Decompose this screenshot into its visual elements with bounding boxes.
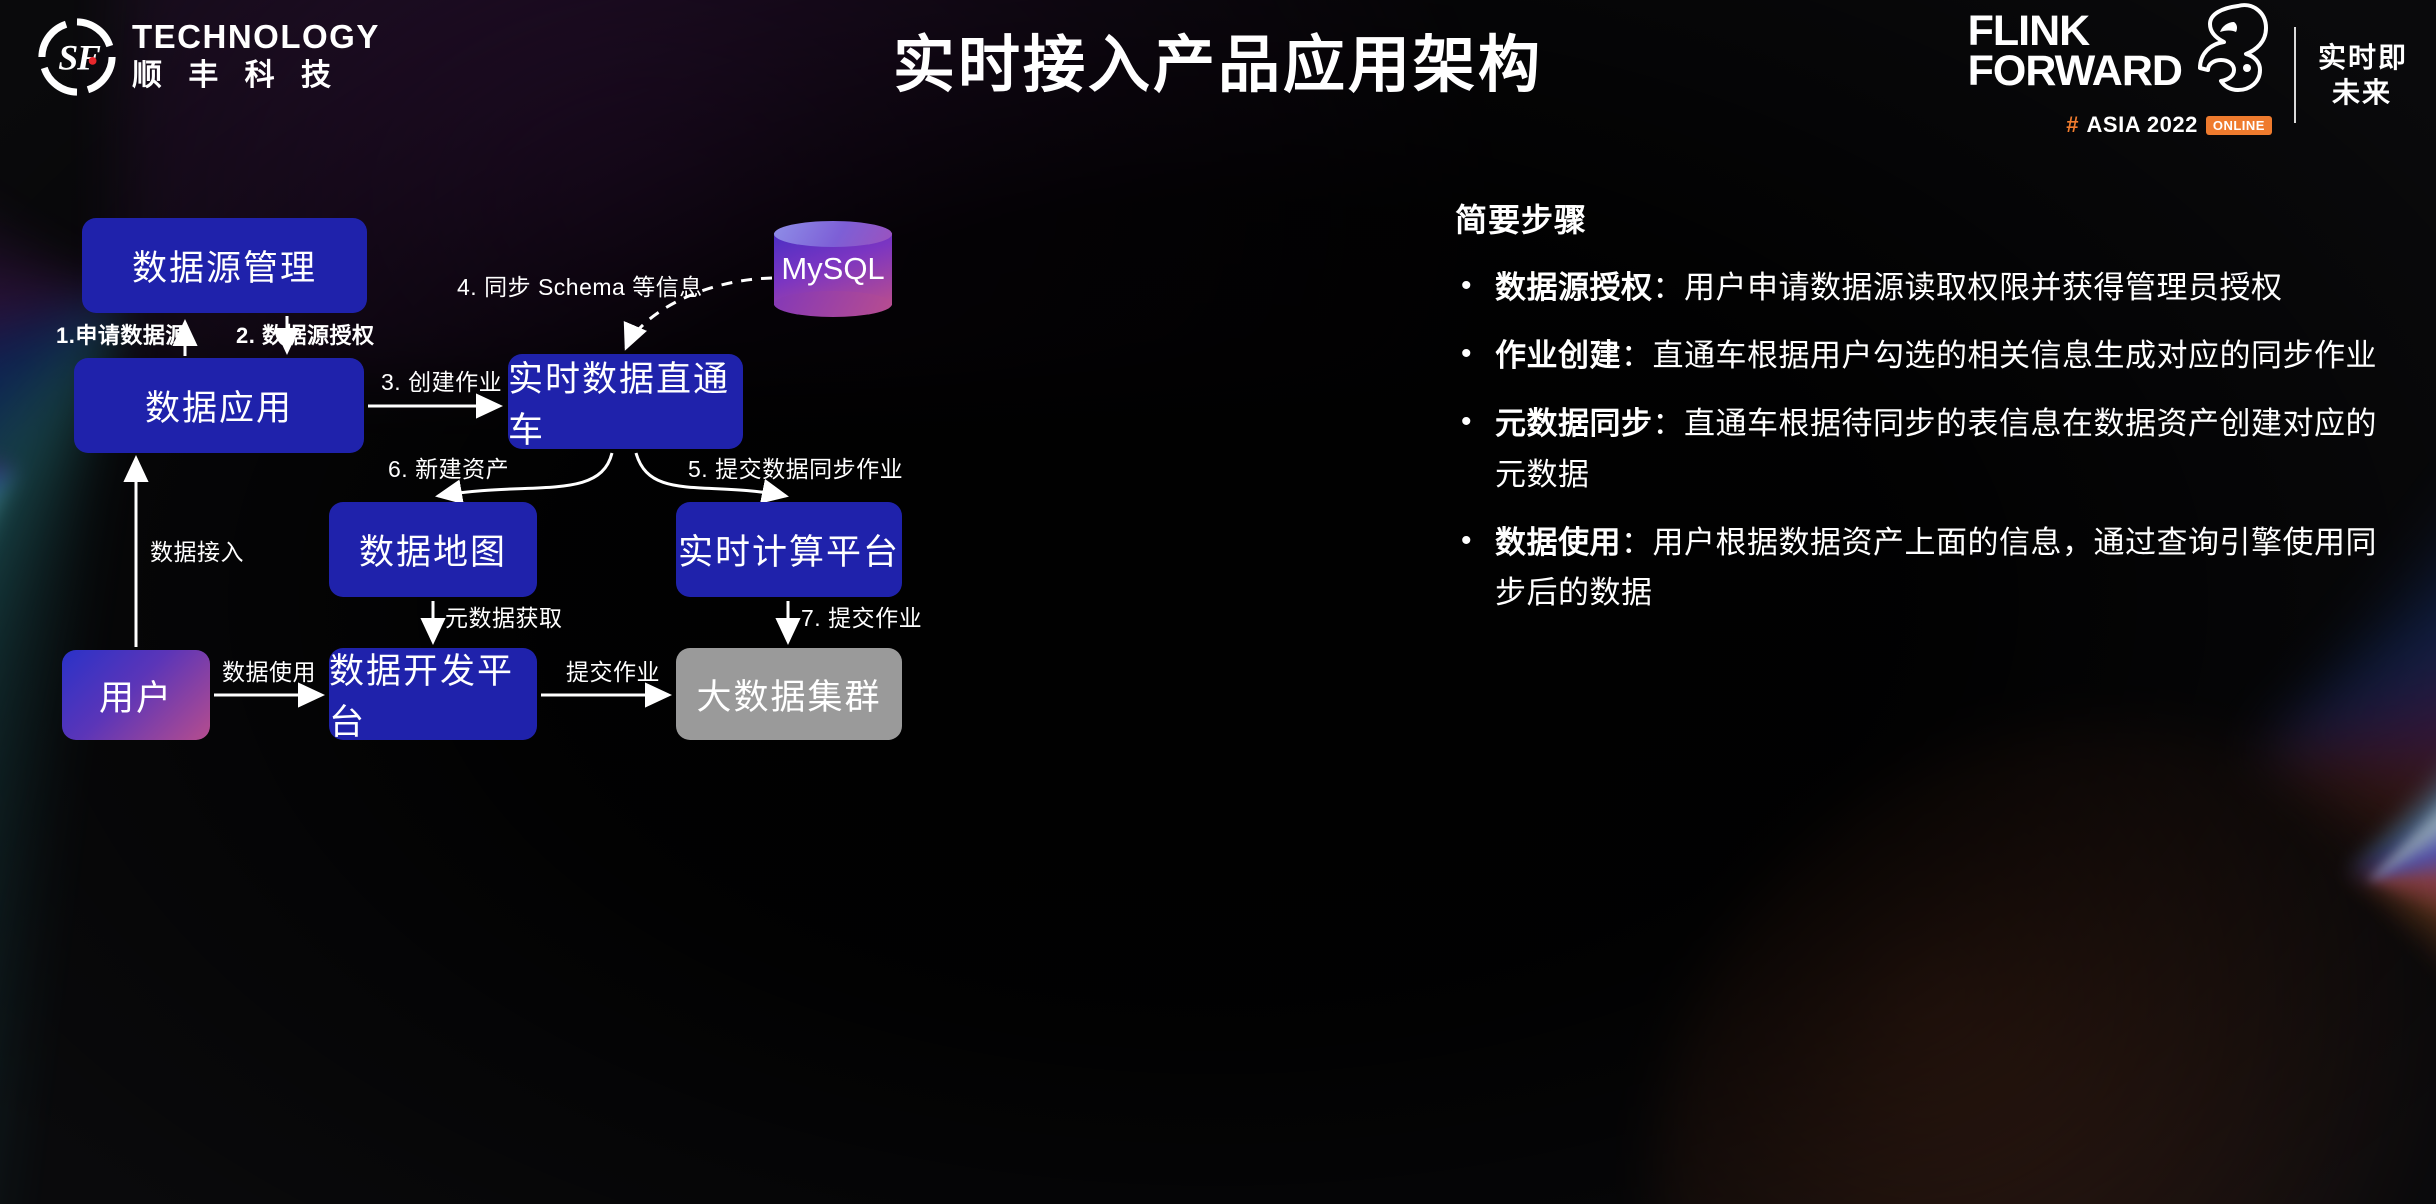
step-separator: ： <box>1621 524 1653 560</box>
step-term: 数据源授权 <box>1495 270 1653 305</box>
event-slogan-line1: 实时即 <box>2317 41 2408 73</box>
step-description: 用户根据数据资产上面的信息，通过查询引擎使用同步后的数据 <box>1495 524 2377 611</box>
node-datasource-management[interactable]: 数据源管理 <box>82 218 367 313</box>
step-separator: ： <box>1652 270 1684 305</box>
brand-english: TECHNOLOGY <box>132 17 380 55</box>
architecture-diagram: 数据源管理 数据应用 实时数据直通车 数据地图 实时计算平台 用户 数据开发平台… <box>0 150 1450 1204</box>
bullet-icon: • <box>1461 337 1472 371</box>
svg-text:S: S <box>58 37 78 77</box>
step-item: • 数据源授权：用户申请数据源读取权限并获得管理员授权 <box>1455 263 2385 313</box>
node-label: 数据地图 <box>358 533 507 572</box>
bullet-icon: • <box>1461 405 1472 439</box>
steps-panel: 简要步骤 •数据源授权：用户申请数据源读取权限并获得管理员授权•作业创建：直通车… <box>1455 195 2385 636</box>
event-online-badge: ONLINE <box>2205 115 2272 135</box>
node-label: MySQL <box>781 251 885 286</box>
step-text: 数据使用：用户根据数据资产上面的信息，通过查询引擎使用同步后的数据 <box>1495 518 2385 618</box>
edge-label-submit-job: 提交作业 <box>566 659 660 685</box>
event-slogan-line2: 未来 <box>2331 77 2392 108</box>
node-label: 数据开发平台 <box>329 652 515 742</box>
step-item: • 元数据同步：直通车根据待同步的表信息在数据资产创建对应的元数据 <box>1455 399 2385 499</box>
node-data-application[interactable]: 数据应用 <box>74 358 364 453</box>
logo-divider <box>2293 27 2296 123</box>
edge-label-submit-job-7: 7. 提交作业 <box>801 605 923 631</box>
node-label: 实时计算平台 <box>677 533 900 572</box>
bullet-icon: • <box>1461 269 1472 302</box>
node-label: 大数据集群 <box>696 677 882 717</box>
node-label: 用户 <box>98 678 173 718</box>
edge-label-submit-sync-job: 5. 提交数据同步作业 <box>688 456 904 482</box>
step-term: 数据使用 <box>1495 524 1621 560</box>
edge-label-metadata-fetch: 元数据获取 <box>445 605 563 631</box>
node-data-dev-platform[interactable]: 数据开发平台 <box>329 648 537 742</box>
edge-label-sync-schema: 4. 同步 Schema 等信息 <box>457 274 703 300</box>
event-logo: FLINK FORWARD # ASIA 2022 ONLINE 实时即 未来 <box>1967 3 2408 138</box>
event-name-line1: FLINK <box>1967 7 2091 55</box>
node-bigdata-cluster[interactable]: 大数据集群 <box>676 648 902 740</box>
node-label: 实时数据直通车 <box>508 359 731 450</box>
sf-express-logo-icon: S F <box>38 18 116 96</box>
node-mysql-database[interactable]: MySQL <box>774 221 892 317</box>
brand-chinese: 顺 丰 科 技 <box>132 58 341 92</box>
step-separator: ： <box>1652 406 1684 442</box>
event-name-line2: FORWARD <box>1967 46 2183 95</box>
brand-logo: S F TECHNOLOGY 顺 丰 科 技 <box>38 18 380 96</box>
step-term: 元数据同步 <box>1495 406 1653 442</box>
node-realtime-data-express[interactable]: 实时数据直通车 <box>508 354 743 450</box>
node-user[interactable]: 用户 <box>62 650 210 740</box>
svg-text:F: F <box>76 37 101 77</box>
step-term: 作业创建 <box>1495 338 1621 374</box>
steps-list: •数据源授权：用户申请数据源读取权限并获得管理员授权•作业创建：直通车根据用户勾… <box>1455 263 2385 618</box>
step-text: 数据源授权：用户申请数据源读取权限并获得管理员授权 <box>1495 263 2283 313</box>
cylinder-bottom <box>774 291 892 317</box>
cylinder-top <box>774 221 892 247</box>
node-realtime-compute-platform[interactable]: 实时计算平台 <box>676 502 902 597</box>
event-hash: # <box>2066 112 2079 137</box>
edge-label-datasource-auth: 2. 数据源授权 <box>236 323 375 348</box>
edge-label-new-asset: 6. 新建资产 <box>388 456 510 482</box>
edge-label-apply-datasource: 1.申请数据源 <box>56 323 188 348</box>
node-data-map[interactable]: 数据地图 <box>329 502 537 597</box>
step-description: 直通车根据待同步的表信息在数据资产创建对应的元数据 <box>1495 406 2377 492</box>
step-separator: ： <box>1621 338 1653 374</box>
edge-label-data-ingest: 数据接入 <box>150 539 244 565</box>
step-item: • 作业创建：直通车根据用户勾选的相关信息生成对应的同步作业 <box>1455 331 2385 381</box>
edge-label-data-usage: 数据使用 <box>222 659 316 685</box>
step-description: 直通车根据用户勾选的相关信息生成对应的同步作业 <box>1652 338 2377 374</box>
event-edition: ASIA 2022 <box>2086 112 2198 137</box>
step-item: • 数据使用：用户根据数据资产上面的信息，通过查询引擎使用同步后的数据 <box>1455 518 2385 618</box>
step-description: 用户申请数据源读取权限并获得管理员授权 <box>1684 270 2283 305</box>
step-text: 元数据同步：直通车根据待同步的表信息在数据资产创建对应的元数据 <box>1495 399 2385 499</box>
edge-label-create-job: 3. 创建作业 <box>381 369 503 395</box>
bullet-icon: • <box>1461 523 1472 557</box>
steps-title: 简要步骤 <box>1455 202 1588 238</box>
step-text: 作业创建：直通车根据用户勾选的相关信息生成对应的同步作业 <box>1495 331 2377 381</box>
page-title: 实时接入产品应用架构 <box>892 31 1543 100</box>
flink-squirrel-icon <box>2176 0 2272 107</box>
node-label: 数据源管理 <box>131 249 317 288</box>
node-label: 数据应用 <box>144 389 293 428</box>
